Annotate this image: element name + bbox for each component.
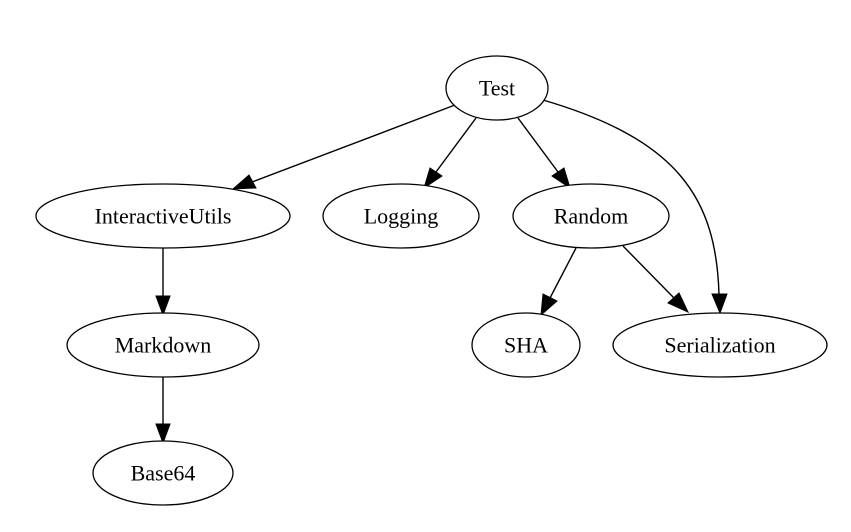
node-serialization-label: Serialization [664, 333, 775, 358]
node-base64: Base64 [92, 440, 234, 506]
node-base64-label: Base64 [131, 461, 196, 486]
node-test-label: Test [479, 76, 515, 101]
node-markdown: Markdown [66, 312, 260, 378]
node-random: Random [512, 183, 670, 249]
node-sha: SHA [471, 312, 581, 378]
node-markdown-label: Markdown [115, 333, 212, 358]
edge-markdown-base64 [155, 377, 171, 445]
edge-random-sha [540, 247, 577, 317]
edge-test-interactiveutils [231, 104, 456, 190]
edge-interactiveutils-markdown [155, 248, 171, 317]
edge-test-logging [423, 117, 477, 190]
node-test: Test [445, 55, 549, 121]
node-logging: Logging [322, 183, 480, 249]
edge-test-random [517, 117, 571, 190]
node-logging-label: Logging [364, 204, 439, 229]
node-serialization: Serialization [612, 312, 828, 378]
node-interactiveutils-label: InteractiveUtils [95, 204, 232, 229]
node-interactiveutils: InteractiveUtils [35, 183, 291, 249]
edge-random-serialization [622, 245, 690, 314]
node-random-label: Random [554, 204, 629, 229]
node-sha-label: SHA [504, 333, 548, 358]
edge-test-serialization [542, 99, 728, 315]
